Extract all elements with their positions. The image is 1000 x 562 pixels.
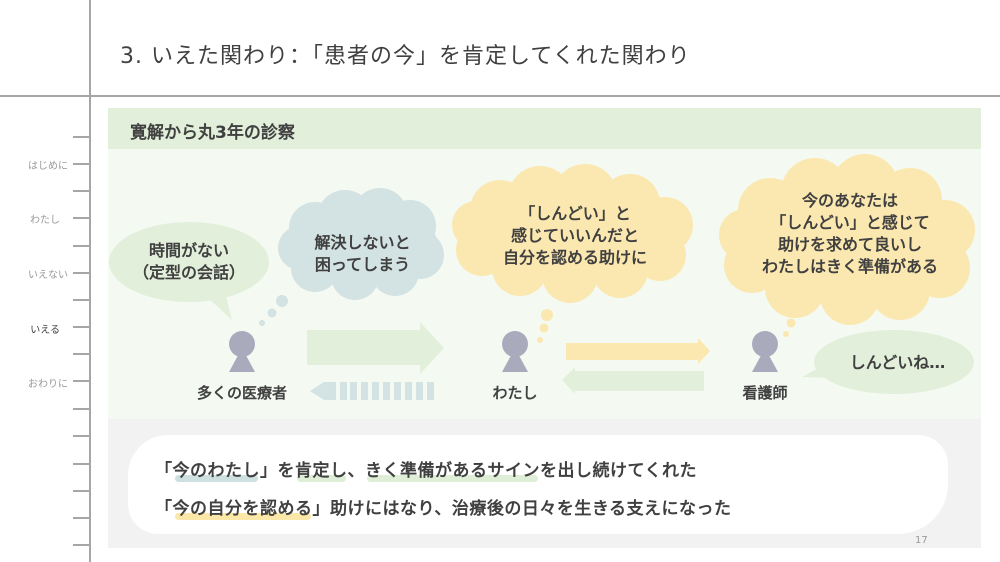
- speech-bubble-nurse: [802, 330, 974, 394]
- nav-tick: [73, 490, 89, 492]
- slide-title: 3. いえた関わり：「患者の今」を肯定してくれた関わり: [120, 44, 691, 69]
- page-number: 17: [915, 535, 928, 546]
- nav-tick: [73, 163, 89, 165]
- person-me-icon: [502, 331, 528, 372]
- nav-tick: [73, 380, 89, 382]
- nav-item-intro[interactable]: はじめに: [28, 161, 68, 172]
- label-nurse: 看護師: [742, 384, 788, 402]
- nav-tick: [73, 517, 89, 519]
- nav-tick: [73, 217, 89, 219]
- nav-item-can-say[interactable]: いえる: [30, 325, 60, 336]
- arrow-right-green-icon: [307, 322, 444, 374]
- nav-tick: [73, 326, 89, 328]
- arrow-left-green-icon: [562, 367, 704, 394]
- panel-header: 寛解から丸3年の診察: [108, 108, 981, 149]
- thought-cloud-nurse: [719, 154, 975, 337]
- highlight-affirm: 肯定し: [295, 461, 348, 481]
- nav-tick: [73, 245, 89, 247]
- highlight-current-me: 今のわたし: [172, 461, 260, 481]
- thought-cloud-self: [452, 164, 693, 343]
- nav-item-closing[interactable]: おわりに: [28, 379, 68, 390]
- summary-line-2: 「今の自分を認める」助けにはなり、治療後の日々を生きる支えになった: [155, 499, 732, 519]
- label-doctors: 多くの医療者: [196, 384, 287, 402]
- no-time-text: 時間がない （定型の会話）: [132, 241, 245, 282]
- arrow-right-yellow-icon: [566, 338, 710, 364]
- nav-tick: [73, 544, 89, 546]
- label-me: わたし: [492, 384, 538, 402]
- arrow-left-dashed-icon: [310, 382, 434, 400]
- speech-bubble-no-time: [109, 222, 269, 320]
- self-thought-text: 「しんどい」と 感じていいんだと 自分を認める助けに: [502, 204, 647, 267]
- nav-tick: [73, 190, 89, 192]
- nav-tick: [73, 272, 89, 274]
- nav-item-me[interactable]: わたし: [30, 215, 60, 226]
- nav-tick: [73, 463, 89, 465]
- vertical-divider: [89, 0, 91, 562]
- nav-tick: [73, 435, 89, 437]
- highlight-ready-sign: きく準備があるサイン: [365, 461, 540, 481]
- person-doctors-icon: [229, 331, 255, 372]
- panel-heading: 寛解から丸3年の診察: [130, 123, 295, 143]
- must-solve-text: 解決しないと 困ってしまう: [314, 233, 411, 274]
- nav-tick: [73, 408, 89, 410]
- person-nurse-icon: [752, 331, 778, 372]
- header-divider: [0, 95, 1000, 97]
- highlight-self-accept: 今の自分を認める: [172, 499, 313, 519]
- nurse-thought-text: 今のあなたは 「しんどい」と感じて 助けを求めて良いし わたしはきく準備がある: [761, 191, 938, 276]
- nurse-speech-text: しんどいね…: [849, 353, 946, 372]
- nav-item-cannot-say[interactable]: いえない: [28, 270, 68, 281]
- nav-tick: [73, 353, 89, 355]
- nav-tick: [73, 299, 89, 301]
- thought-cloud-must-solve: [259, 188, 444, 326]
- nav-tick: [73, 136, 89, 138]
- summary-line-1: 「今のわたし」を肯定し、きく準備があるサインを出し続けてくれた: [155, 461, 697, 481]
